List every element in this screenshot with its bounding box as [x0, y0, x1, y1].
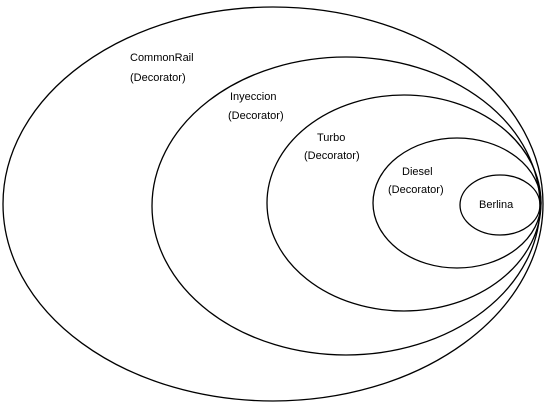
inyeccion-name-label: Inyeccion [230, 91, 276, 103]
commonrail-ellipse [2, 6, 544, 402]
berlina-ellipse [459, 174, 541, 236]
layer-berlina: Berlina [459, 174, 541, 236]
commonrail-name-label: CommonRail [130, 52, 194, 64]
inyeccion-role-label: (Decorator) [228, 110, 284, 122]
diesel-ellipse [372, 137, 542, 269]
layer-diesel: Diesel (Decorator) [372, 137, 542, 269]
turbo-name-label: Turbo [317, 132, 345, 144]
diesel-name-label: Diesel [402, 166, 433, 178]
diesel-role-label: (Decorator) [388, 184, 444, 196]
layer-commonrail: CommonRail (Decorator) [2, 6, 544, 402]
turbo-role-label: (Decorator) [304, 150, 360, 162]
berlina-name-label: Berlina [479, 199, 514, 211]
commonrail-role-label: (Decorator) [130, 72, 186, 84]
